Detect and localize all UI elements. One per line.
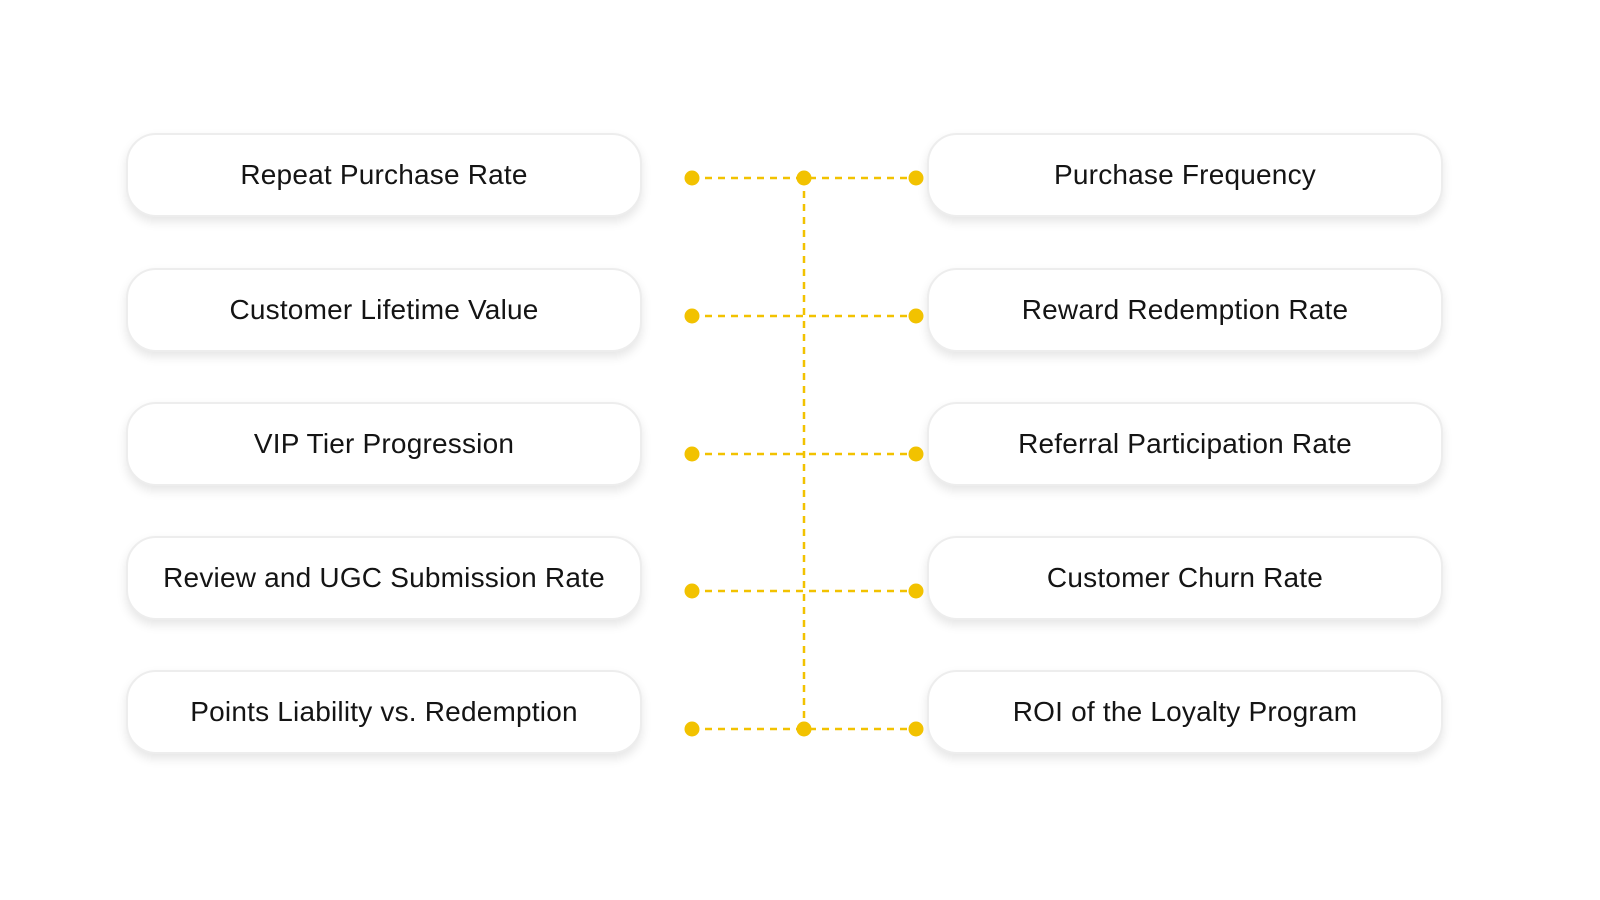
right-connector-dot	[908, 170, 924, 186]
metric-label: Customer Lifetime Value	[229, 294, 539, 325]
metric-label: ROI of the Loyalty Program	[1012, 696, 1358, 727]
right-connector-dot	[908, 721, 924, 737]
right-metric-card: Customer Churn Rate	[927, 536, 1443, 620]
right-metric-card: Purchase Frequency	[927, 133, 1443, 217]
metric-label: Customer Churn Rate	[1046, 562, 1324, 593]
right-metric-card: Reward Redemption Rate	[927, 268, 1443, 352]
right-connector-dot	[908, 583, 924, 599]
left-metric-card: VIP Tier Progression	[126, 402, 642, 486]
metric-label: Review and UGC Submission Rate	[163, 562, 605, 593]
metric-label: VIP Tier Progression	[253, 428, 515, 459]
metric-label: Referral Participation Rate	[1018, 428, 1352, 459]
left-metric-card: Review and UGC Submission Rate	[126, 536, 642, 620]
left-metric-card: Repeat Purchase Rate	[126, 133, 642, 217]
junction-dot	[796, 170, 812, 186]
junction-dot	[796, 721, 812, 737]
metric-label: Repeat Purchase Rate	[240, 159, 528, 190]
left-connector-dot	[684, 721, 700, 737]
right-metric-card: ROI of the Loyalty Program	[927, 670, 1443, 754]
right-connector-dot	[908, 446, 924, 462]
left-connector-dot	[684, 446, 700, 462]
right-connector-dot	[908, 308, 924, 324]
left-metric-card: Points Liability vs. Redemption	[126, 670, 642, 754]
metric-label: Points Liability vs. Redemption	[190, 696, 578, 727]
metric-label: Reward Redemption Rate	[1021, 294, 1349, 325]
metric-label: Purchase Frequency	[1054, 159, 1316, 190]
left-connector-dot	[684, 170, 700, 186]
left-connector-dot	[684, 583, 700, 599]
right-metric-card: Referral Participation Rate	[927, 402, 1443, 486]
left-metric-card: Customer Lifetime Value	[126, 268, 642, 352]
left-connector-dot	[684, 308, 700, 324]
